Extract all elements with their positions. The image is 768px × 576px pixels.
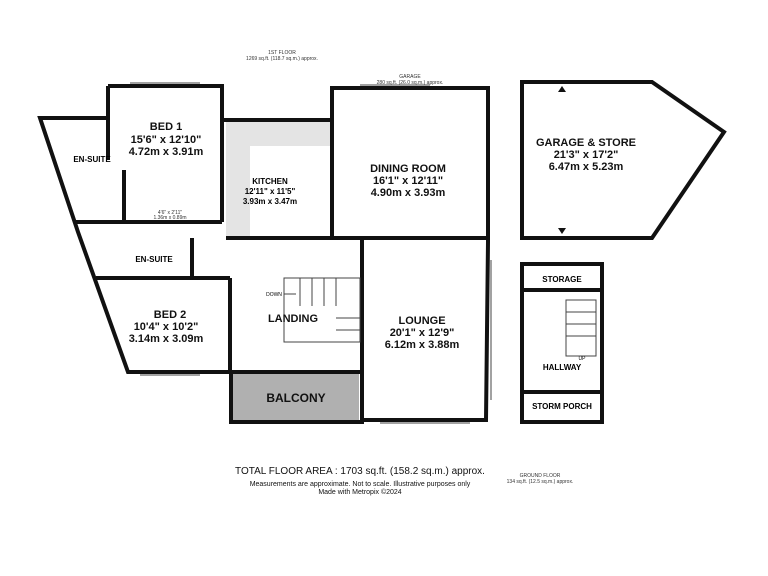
credit: Made with Metropix ©2024 (318, 489, 402, 496)
balcony-fill (231, 372, 359, 422)
stairs (283, 277, 361, 343)
room-dim: 6.47m x 5.23m (549, 161, 624, 173)
room-name: BED 1 (150, 121, 182, 133)
room-name: EN-SUITE (135, 255, 173, 264)
room-name: BED 2 (154, 309, 186, 321)
garage-outline (520, 80, 727, 240)
room-dim: 6.12m x 3.88m (385, 339, 460, 351)
total-floor-area: TOTAL FLOOR AREA : 1703 sq.ft. (158.2 sq… (235, 466, 485, 477)
room-dim: 3.14m x 3.09m (129, 333, 204, 345)
room-dim: 3.93m x 3.47m (243, 197, 297, 206)
floor-label: GARAGE (399, 74, 421, 80)
room-dim: 1.36m x 0.89m (153, 215, 186, 221)
floor-area: 280 sq.ft. (26.0 sq.m.) approx. (377, 80, 444, 86)
floor-area: 1269 sq.ft. (118.7 sq.m.) approx. (246, 56, 318, 62)
arrow-icon (558, 228, 566, 234)
stairs (565, 299, 597, 357)
windows (130, 82, 492, 424)
room-dim: 10'4" x 10'2" (134, 321, 199, 333)
kitchen-worktop (226, 122, 330, 146)
arrow-icon (558, 86, 566, 92)
ground-floor-outline (520, 262, 604, 424)
room-dim: 15'6" x 12'10" (131, 134, 202, 146)
floor-label: GROUND FLOOR (520, 473, 561, 479)
kitchen-worktop-side (226, 146, 250, 236)
room-name: STORM PORCH (532, 402, 592, 411)
room-dim: 20'1" x 12'9" (390, 327, 455, 339)
room-name: STORAGE (542, 275, 582, 284)
room-name: HALLWAY (543, 363, 582, 372)
room-dim: 12'11" x 11'5" (245, 187, 296, 196)
room-dim: 4'6" x 2'11" (158, 210, 182, 216)
floor-label: 1ST FLOOR (268, 50, 296, 56)
disclaimer: Measurements are approximate. Not to sca… (249, 481, 471, 488)
room-name: BALCONY (266, 391, 325, 405)
room-dim: 16'1" x 12'11" (373, 175, 443, 187)
room-name: EN-SUITE (73, 155, 111, 164)
room-dim: 4.72m x 3.91m (129, 146, 204, 158)
room-name: LANDING (268, 313, 318, 325)
stairs-label: UP (579, 356, 587, 362)
room-dim: 4.90m x 3.93m (371, 187, 446, 199)
room-name: KITCHEN (252, 177, 288, 186)
room-name: GARAGE & STORE (536, 137, 636, 149)
room-name: DINING ROOM (370, 163, 446, 175)
room-name: LOUNGE (398, 315, 445, 327)
room-dim: 21'3" x 17'2" (554, 149, 619, 161)
stairs-label: DOWN (266, 292, 282, 298)
floor-area: 134 sq.ft. (12.5 sq.m.) approx. (507, 479, 574, 485)
